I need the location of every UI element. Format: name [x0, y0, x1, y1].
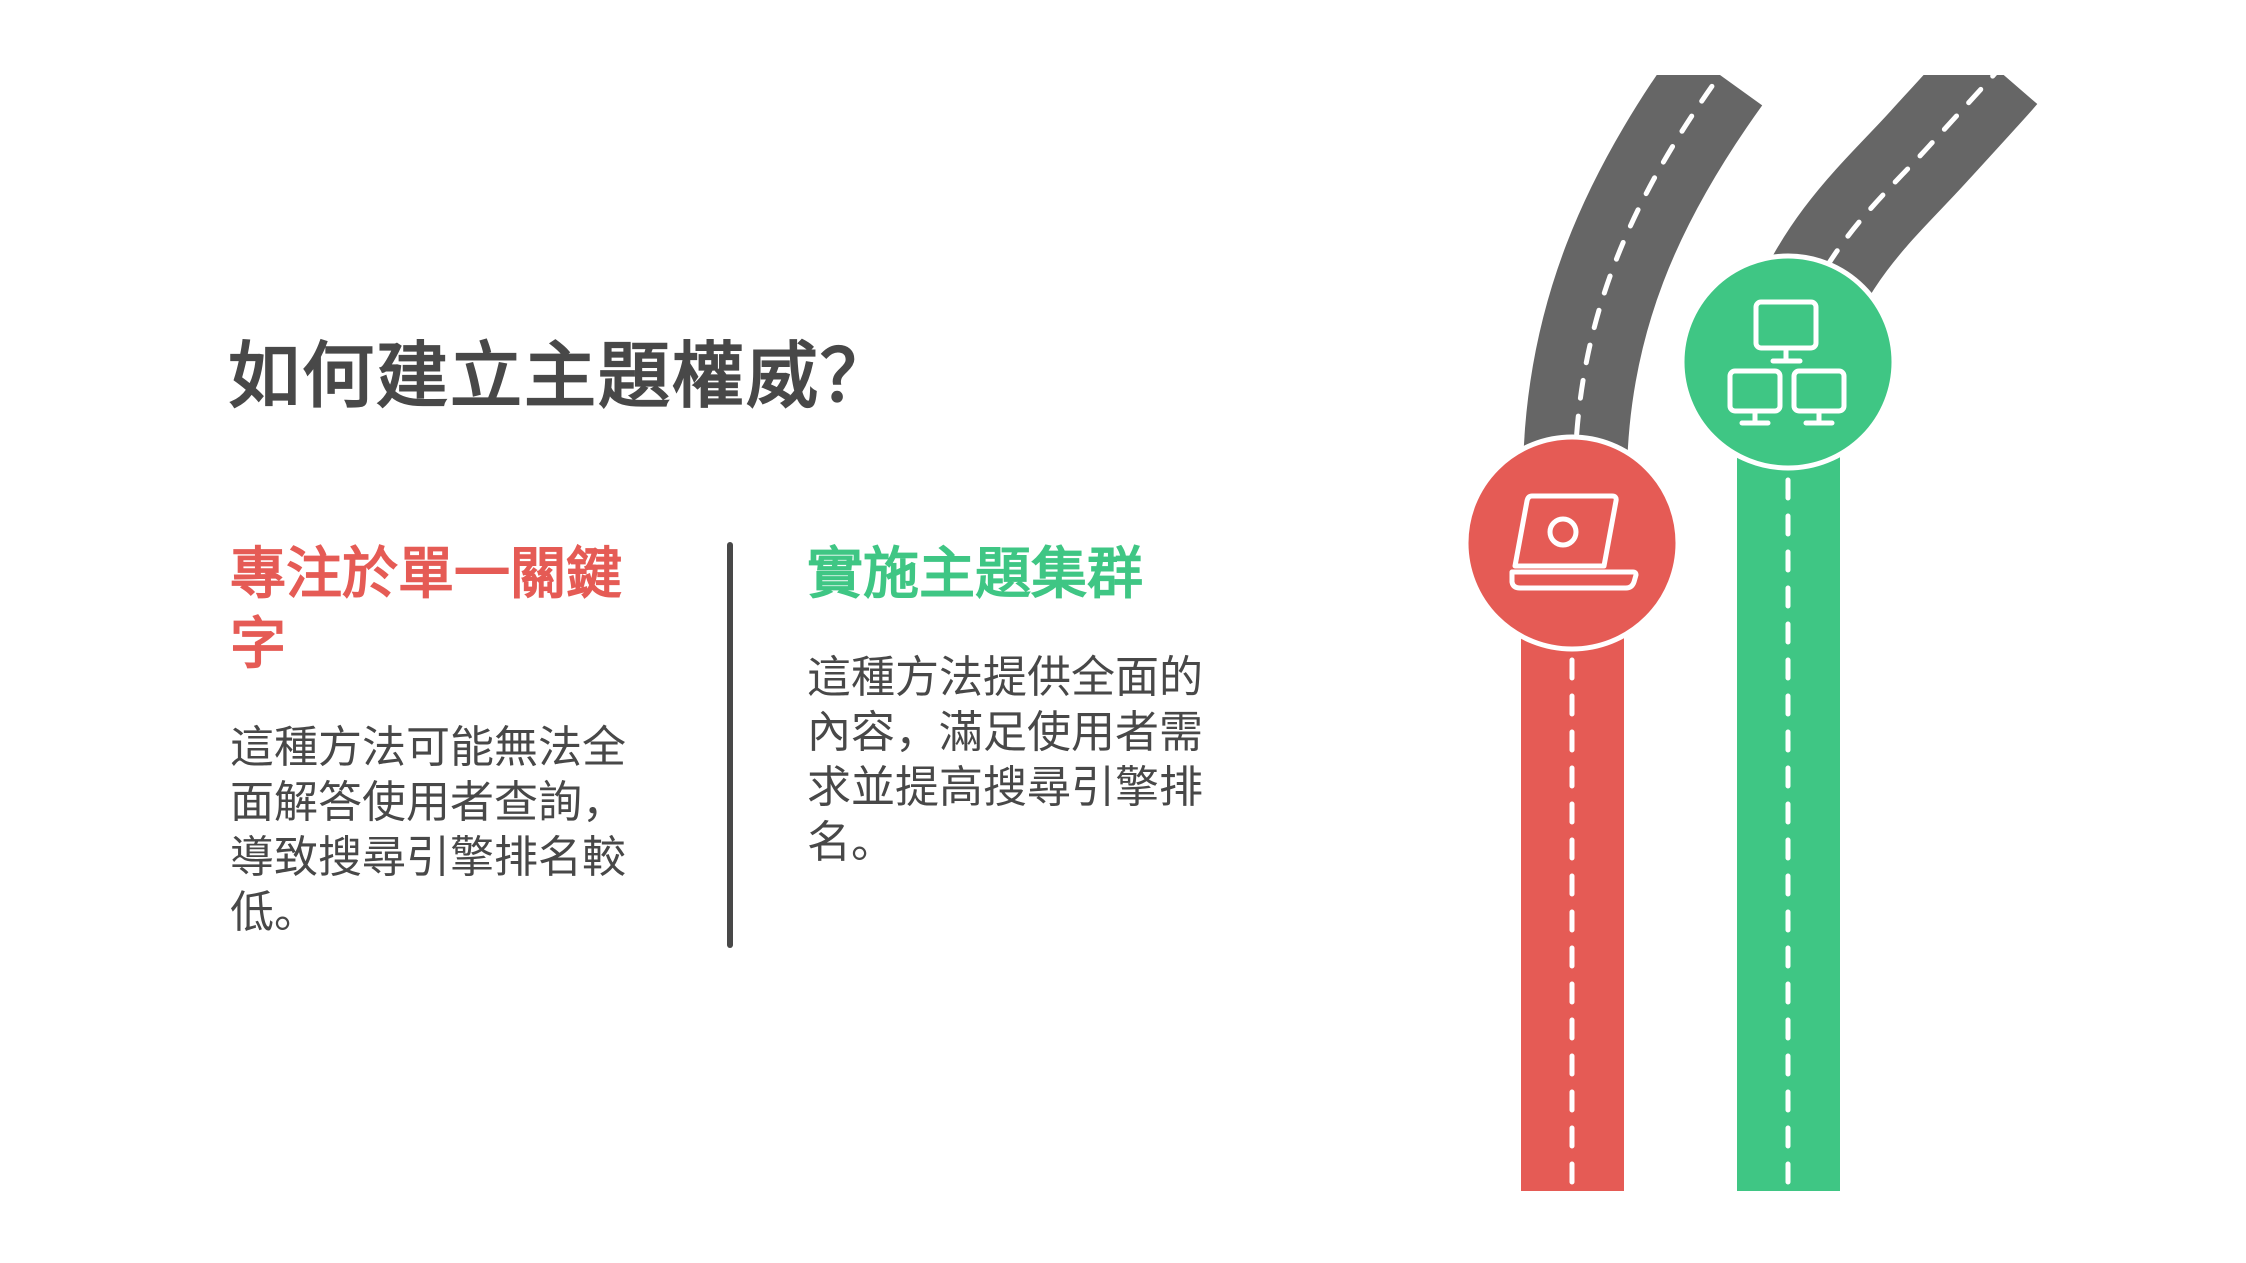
network-computers-icon	[1679, 253, 1897, 471]
page-title: 如何建立主題權威？	[228, 334, 895, 418]
option-description: 這種方法提供全面的內容，滿足使用者需求並提高搜尋引擎排名。	[807, 652, 1203, 868]
option-single-keyword: 專注於單一關鍵字 這種方法可能無法全面解答使用者查詢，導致搜尋引擎排名較低。	[230, 540, 670, 940]
column-divider	[727, 542, 733, 948]
option-heading: 實施主題集群	[807, 542, 1143, 607]
road-red	[1521, 560, 1624, 1194]
road-gray-left	[1523, 44, 1763, 473]
laptop-icon	[1463, 434, 1681, 652]
option-topic-clusters: 實施主題集群 這種方法提供全面的內容，滿足使用者需求並提高搜尋引擎排名。	[807, 540, 1247, 870]
option-heading: 專注於單一關鍵字	[230, 542, 622, 677]
option-description: 這種方法可能無法全面解答使用者查詢，導致搜尋引擎排名較低。	[230, 722, 626, 938]
road-green	[1737, 400, 1840, 1194]
